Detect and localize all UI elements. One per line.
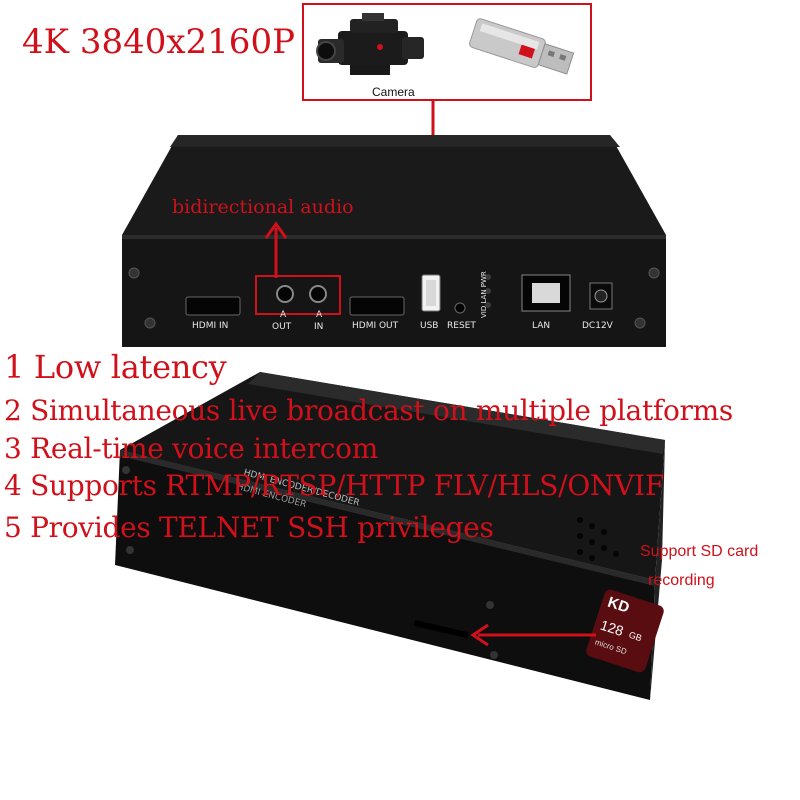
audio-highlight-box bbox=[255, 275, 341, 315]
camcorder-image bbox=[316, 13, 424, 75]
label-audio-out-a: A bbox=[280, 310, 287, 320]
label-lan: LAN bbox=[532, 321, 551, 331]
label-audio-in-a: A bbox=[316, 310, 323, 320]
label-audio-in: IN bbox=[314, 322, 324, 332]
camera-caption: Camera bbox=[372, 85, 415, 99]
feature-item-1: 1 Low latency bbox=[4, 348, 227, 386]
feature-item-5: 5 Provides TELNET SSH privileges bbox=[4, 511, 494, 544]
sd-card-brand: KD bbox=[605, 593, 632, 617]
label-hdmi-in: HDMI IN bbox=[192, 321, 229, 331]
sd-card-type: micro SD bbox=[593, 637, 628, 657]
feature-item-3: 3 Real-time voice intercom bbox=[4, 432, 378, 465]
label-usb: USB bbox=[420, 321, 439, 331]
sd-card-unit: GB bbox=[627, 629, 644, 644]
label-leds: VID LAN PWR bbox=[480, 271, 488, 318]
sd-annotation-line2: recording bbox=[648, 572, 715, 589]
accessory-frame: Camera bbox=[302, 3, 592, 101]
feature-item-4: 4 Supports RTMP/RTSP/HTTP FLV/HLS/ONVIF bbox=[4, 469, 664, 502]
device-front-view bbox=[122, 135, 666, 347]
sd-annotation-line1: Support SD card bbox=[640, 543, 759, 560]
device-angled-view bbox=[115, 372, 665, 700]
audio-annotation: bidirectional audio bbox=[172, 196, 354, 218]
usb-drive-image bbox=[469, 18, 575, 75]
feature-item-2: 2 Simultaneous live broadcast on multipl… bbox=[4, 394, 733, 427]
arrow-to-sd-slot bbox=[470, 623, 596, 647]
sd-card-capacity: 128 bbox=[598, 616, 626, 640]
label-hdmi-out: HDMI OUT bbox=[352, 321, 399, 331]
label-audio-out: OUT bbox=[272, 322, 292, 332]
label-dc: DC12V bbox=[582, 321, 613, 331]
headline-resolution: 4K 3840x2160P bbox=[22, 22, 295, 62]
label-reset: RESET bbox=[447, 321, 476, 331]
arrow-from-audio bbox=[264, 221, 288, 278]
